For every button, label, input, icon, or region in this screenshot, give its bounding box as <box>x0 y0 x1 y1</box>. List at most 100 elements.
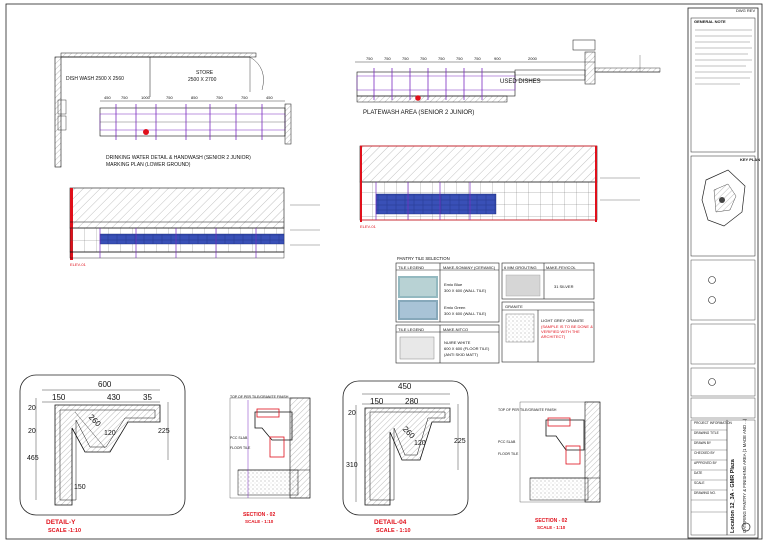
svg-text:750: 750 <box>384 56 391 61</box>
granite-header: GRANITE <box>505 304 523 309</box>
section-a-title: SECTION - 02 <box>243 512 276 518</box>
tile-header-grout: 6 MM GROUTING <box>504 265 537 270</box>
elevation-drinking-water <box>69 187 320 260</box>
section-a-scale: SCALE - 1:10 <box>245 519 274 524</box>
detail-y-dim-h: 465 <box>27 455 39 462</box>
tb-row-2: DRAWN BY <box>694 441 712 445</box>
svg-text:750: 750 <box>456 56 463 61</box>
detail-y-dim-i: 150 <box>74 484 86 491</box>
section-b-callout-pcc: PCC SLAB <box>498 440 516 444</box>
svg-text:450: 450 <box>266 95 273 100</box>
logo-icon <box>708 296 716 304</box>
tile-header-legend: TILE LEGEND <box>398 265 425 270</box>
floor-header-make: MAKE-NITCO <box>443 327 469 332</box>
used-dishes-label: USED DISHES <box>500 79 541 85</box>
svg-text:850: 850 <box>191 95 198 100</box>
tile2-size: 300 X 600 (WALL TILE) <box>444 311 487 316</box>
tile1-name: Emio Blue <box>444 282 463 287</box>
tile-table-caption: PANTRY TILE SELECTION <box>397 256 450 261</box>
floor-tile-finish: (ANTI SKID MATT) <box>444 352 478 357</box>
tile-header-make: MAKE-SOMANY (CERAMIC) <box>443 265 496 270</box>
svg-text:750: 750 <box>216 95 223 100</box>
svg-text:750: 750 <box>166 95 173 100</box>
tile-selection-table <box>395 262 595 364</box>
plan-drinking-water: 450 750 1000 750 850 750 750 450 <box>54 52 292 168</box>
detail-04-dim-g: 310 <box>346 462 358 469</box>
detail-y-dim-c: 35 <box>143 393 152 402</box>
tb-row-7: DRAWING NO. <box>694 491 716 495</box>
detail-04-scale: SCALE - 1:10 <box>376 528 411 534</box>
key-plan-sketch <box>701 169 746 227</box>
detail-y-dim-a: 150 <box>52 393 66 402</box>
svg-text:2000: 2000 <box>528 56 538 61</box>
project-line: Location 12_3A - GMR Plaza <box>730 459 736 533</box>
revision-tag: DWG REV <box>736 8 756 13</box>
svg-text:750: 750 <box>474 56 481 61</box>
general-notes-title: GENERAL NOTE <box>694 19 726 24</box>
floor-tile-swatch <box>399 336 435 360</box>
logo-icon <box>708 276 716 284</box>
key-plan-label: KEY PLAN <box>740 157 761 162</box>
tb-row-3: CHECKED BY <box>694 451 715 455</box>
granite-name: LIGHT GREY GRANITE <box>541 318 584 323</box>
svg-text:750: 750 <box>438 56 445 61</box>
detail-y-dim-b: 430 <box>107 393 121 402</box>
section-a-callout-floor: FLOOR TILE <box>230 446 251 450</box>
section-a-callout-top: TOP OF PER TILE/GRANITE FINISH <box>230 395 289 399</box>
svg-text:750: 750 <box>121 95 128 100</box>
detail-y-dim-g: 225 <box>158 428 170 435</box>
tb-row-5: DATE <box>694 471 703 475</box>
tb-row-0: PROJECT INFORMATION <box>694 421 732 425</box>
title-block <box>687 7 759 539</box>
detail-y-dim-j: 20 <box>28 428 36 435</box>
detail-04-dim-a: 150 <box>370 397 384 406</box>
detail-y <box>19 374 186 516</box>
marking-plan-label: MARKING PLAN (LOWER GROUND) <box>106 162 191 168</box>
detail-04-dim-width: 450 <box>398 382 412 391</box>
floor-tile-size: 600 X 600 (FLOOR TILE) <box>444 346 490 351</box>
detail-y-dim-d: 20 <box>28 405 36 412</box>
general-notes-lines <box>695 29 752 85</box>
elevation-tag-2: ELEV-01 <box>360 224 376 229</box>
detail-04-dim-c: 20 <box>348 410 356 417</box>
platewash-label: PLATEWASH AREA (SENIOR 2 JUNIOR) <box>363 110 475 116</box>
section-b-scale: SCALE - 1:10 <box>537 525 566 530</box>
grout-color: 31 SILVER <box>554 284 574 289</box>
tb-row-4: APPROVED BY <box>694 461 717 465</box>
svg-text:1000: 1000 <box>141 95 151 100</box>
section-b-callout-top: TOP OF PER TILE/GRANITE FINISH <box>498 408 557 412</box>
detail-y-dim-f: 120 <box>104 430 116 437</box>
section-a <box>229 397 311 499</box>
sheet-border <box>5 3 763 540</box>
section-b-title: SECTION - 02 <box>535 518 568 524</box>
detail-y-title: DETAIL-Y <box>46 519 76 526</box>
detail-y-dim-width: 600 <box>98 380 112 389</box>
svg-text:900: 900 <box>494 56 501 61</box>
svg-text:750: 750 <box>420 56 427 61</box>
detail-04 <box>342 380 469 516</box>
elevation-platewash <box>359 145 640 222</box>
store-label: STORE <box>196 70 214 76</box>
store-size-label: 2500 X 2700 <box>188 77 217 83</box>
detail-y-scale: SCALE -1:10 <box>48 528 82 534</box>
tb-row-1: DRAWING TITLE <box>694 431 719 435</box>
tile-header-make-fevicol: MAKE-FEVICOL <box>546 265 576 270</box>
section-b <box>519 401 601 503</box>
section-b-callout-floor: FLOOR TILE <box>498 452 519 456</box>
granite-swatch <box>505 313 535 343</box>
north-arrow-icon <box>741 522 751 532</box>
svg-text:750: 750 <box>241 95 248 100</box>
svg-text:450: 450 <box>104 95 111 100</box>
drawing-title-vertical: CATERING PANTRY & FINISHING AREA (1 MADE… <box>742 418 747 533</box>
elevation-tag-1: ELEV-01 <box>70 262 86 267</box>
detail-04-dim-e: 120 <box>414 440 426 447</box>
logo-icon <box>708 378 716 386</box>
svg-text:750: 750 <box>366 56 373 61</box>
detail-04-dim-b: 280 <box>405 397 419 406</box>
tile2-name: Emio Green <box>444 305 466 310</box>
floor-header-legend: TILE LEGEND <box>398 327 425 332</box>
detail-04-dim-f: 225 <box>454 438 466 445</box>
section-a-callout-pcc: PCC SLAB <box>230 436 248 440</box>
